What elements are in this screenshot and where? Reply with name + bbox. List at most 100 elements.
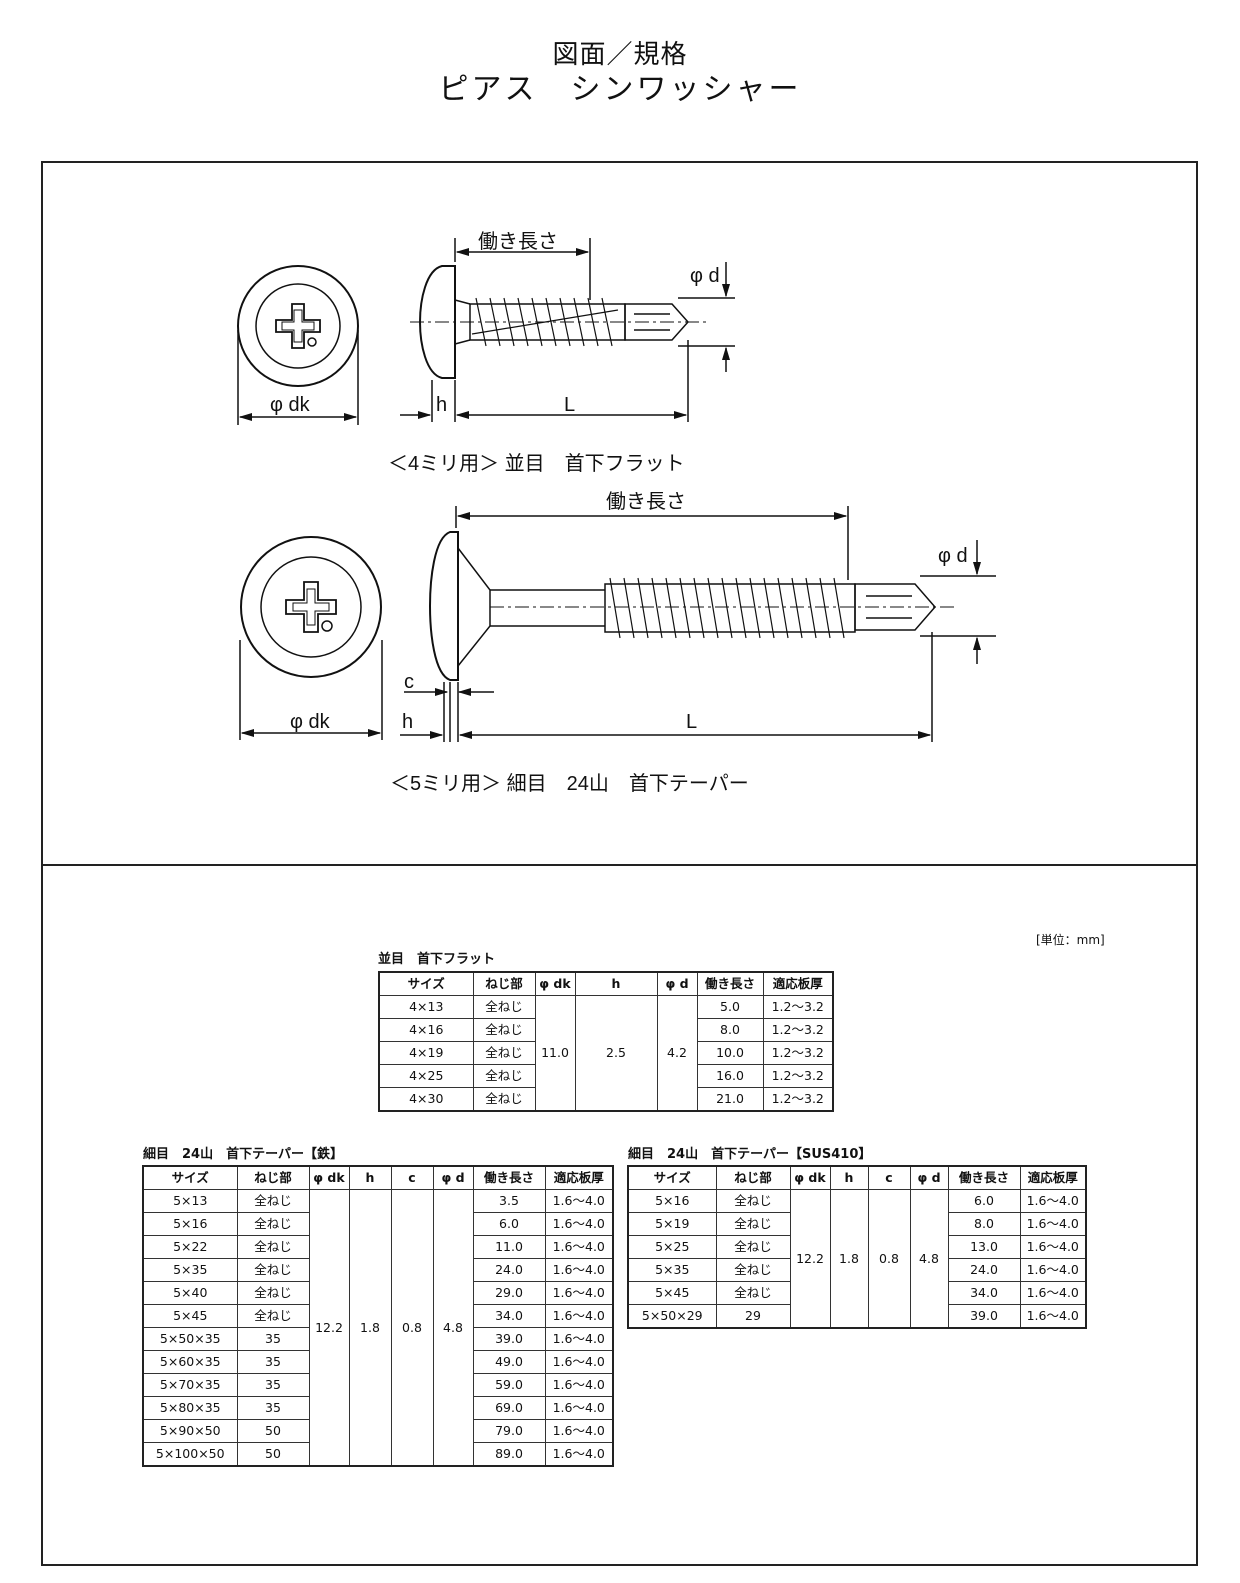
table-caption-coarse: 並目 首下フラット [378, 952, 496, 967]
column-header: 適応板厚 [762, 971, 834, 996]
cell-h: 1.8 [348, 1189, 392, 1467]
cell-plate-thickness: 1.6〜4.0 [544, 1212, 614, 1236]
cell-thread: 全ねじ [236, 1189, 310, 1213]
cell-d: 4.8 [432, 1189, 474, 1467]
column-header: φ dk [534, 971, 576, 996]
cell-h: 1.8 [829, 1189, 869, 1329]
spec-table-iron: サイズ ねじ部 φ dk h c φ d 働き長さ 適応板厚 5×13 全ねじ … [142, 1165, 614, 1467]
cell-size: 5×19 [627, 1212, 717, 1236]
cell-working-length: 6.0 [472, 1212, 546, 1236]
label-c-2: c [404, 671, 414, 693]
cell-working-length: 6.0 [947, 1189, 1021, 1213]
cell-working-length: 3.5 [472, 1189, 546, 1213]
unit-label: [単位：mm] [1036, 933, 1105, 947]
cell-plate-thickness: 1.6〜4.0 [544, 1281, 614, 1305]
cell-working-length: 39.0 [472, 1327, 546, 1351]
table-row: 5×13 全ねじ 12.2 1.8 0.8 4.8 3.5 1.6〜4.0 [142, 1189, 614, 1467]
cell-working-length: 24.0 [472, 1258, 546, 1282]
column-header: サイズ [142, 1165, 238, 1190]
cell-size: 4×13 [378, 995, 474, 1019]
column-header: ねじ部 [472, 971, 536, 996]
table-caption-iron: 細目 24山 首下テーパー【鉄】 [143, 1147, 343, 1162]
cell-thread: 全ねじ [472, 1041, 536, 1065]
cell-h: 2.5 [574, 995, 658, 1112]
cell-thread: 50 [236, 1442, 310, 1467]
label-d-2: φ d [938, 545, 968, 567]
table-row: 4×25 全ねじ 16.0 1.2〜3.2 [378, 1064, 834, 1088]
label-L-1: L [564, 394, 575, 416]
cell-dk: 12.2 [789, 1189, 831, 1329]
label-h-1: h [436, 394, 447, 416]
cell-working-length: 16.0 [696, 1064, 764, 1088]
column-header: φ d [656, 971, 698, 996]
cell-working-length: 69.0 [472, 1396, 546, 1420]
column-header: ねじ部 [715, 1165, 791, 1190]
cell-working-length: 11.0 [472, 1235, 546, 1259]
column-header: 働き長さ [947, 1165, 1021, 1190]
cell-size: 5×100×50 [142, 1442, 238, 1467]
cell-plate-thickness: 1.6〜4.0 [1019, 1189, 1087, 1213]
cell-working-length: 59.0 [472, 1373, 546, 1397]
cell-size: 5×16 [142, 1212, 238, 1236]
label-working-length-1: 働き長さ [478, 230, 558, 253]
cell-thread: 全ねじ [715, 1212, 791, 1236]
column-header: 適応板厚 [1019, 1165, 1087, 1190]
cell-plate-thickness: 1.6〜4.0 [544, 1442, 614, 1467]
cell-c: 0.8 [867, 1189, 911, 1329]
cell-size: 4×16 [378, 1018, 474, 1042]
cell-plate-thickness: 1.6〜4.0 [544, 1189, 614, 1213]
cell-plate-thickness: 1.2〜3.2 [762, 1018, 834, 1042]
label-L-2: L [686, 711, 697, 733]
column-header: h [348, 1165, 392, 1190]
cell-plate-thickness: 1.6〜4.0 [1019, 1235, 1087, 1259]
cell-thread: 全ねじ [236, 1281, 310, 1305]
cell-thread: 全ねじ [472, 1018, 536, 1042]
column-header: h [574, 971, 658, 996]
cell-thread: 全ねじ [715, 1235, 791, 1259]
cell-size: 4×30 [378, 1087, 474, 1112]
cell-working-length: 34.0 [472, 1304, 546, 1328]
column-header: サイズ [378, 971, 474, 996]
cell-size: 5×45 [142, 1304, 238, 1328]
cell-thread: 全ねじ [236, 1304, 310, 1328]
cell-working-length: 8.0 [947, 1212, 1021, 1236]
caption-drawing-1: ＜4ミリ用＞ 並目 首下フラット [388, 452, 685, 475]
column-header: c [390, 1165, 434, 1190]
cell-working-length: 5.0 [696, 995, 764, 1019]
caption-drawing-2: ＜5ミリ用＞ 細目 24山 首下テーパー [390, 772, 749, 795]
cell-working-length: 89.0 [472, 1442, 546, 1467]
cell-thread: 全ねじ [236, 1212, 310, 1236]
table-row: 5×16 全ねじ 12.2 1.8 0.8 4.8 6.0 1.6〜4.0 [627, 1189, 1087, 1329]
table-caption-sus: 細目 24山 首下テーパー【SUS410】 [628, 1147, 872, 1162]
cell-plate-thickness: 1.6〜4.0 [544, 1258, 614, 1282]
drawing-frame [41, 161, 1198, 1566]
cell-c: 0.8 [390, 1189, 434, 1467]
column-header: c [867, 1165, 911, 1190]
label-dk-1: φ dk [270, 394, 311, 416]
column-header: φ dk [308, 1165, 350, 1190]
label-dk-2: φ dk [290, 711, 331, 733]
label-working-length-2: 働き長さ [606, 490, 686, 513]
cell-size: 5×45 [627, 1281, 717, 1305]
column-header: φ d [432, 1165, 474, 1190]
column-header: φ d [909, 1165, 949, 1190]
table-row: 4×13 全ねじ 11.0 2.5 4.2 5.0 1.2〜3.2 [378, 995, 834, 1112]
cell-size: 5×70×35 [142, 1373, 238, 1397]
cell-plate-thickness: 1.2〜3.2 [762, 1064, 834, 1088]
column-header: 働き長さ [696, 971, 764, 996]
cell-thread: 全ねじ [472, 1087, 536, 1112]
table-row: 4×30 全ねじ 21.0 1.2〜3.2 [378, 1087, 834, 1112]
cell-plate-thickness: 1.6〜4.0 [544, 1373, 614, 1397]
cell-plate-thickness: 1.6〜4.0 [544, 1350, 614, 1374]
label-d-1: φ d [690, 265, 720, 287]
screw-head-top-view-2 [240, 536, 382, 678]
cell-size: 5×22 [142, 1235, 238, 1259]
cell-thread: 全ねじ [715, 1189, 791, 1213]
